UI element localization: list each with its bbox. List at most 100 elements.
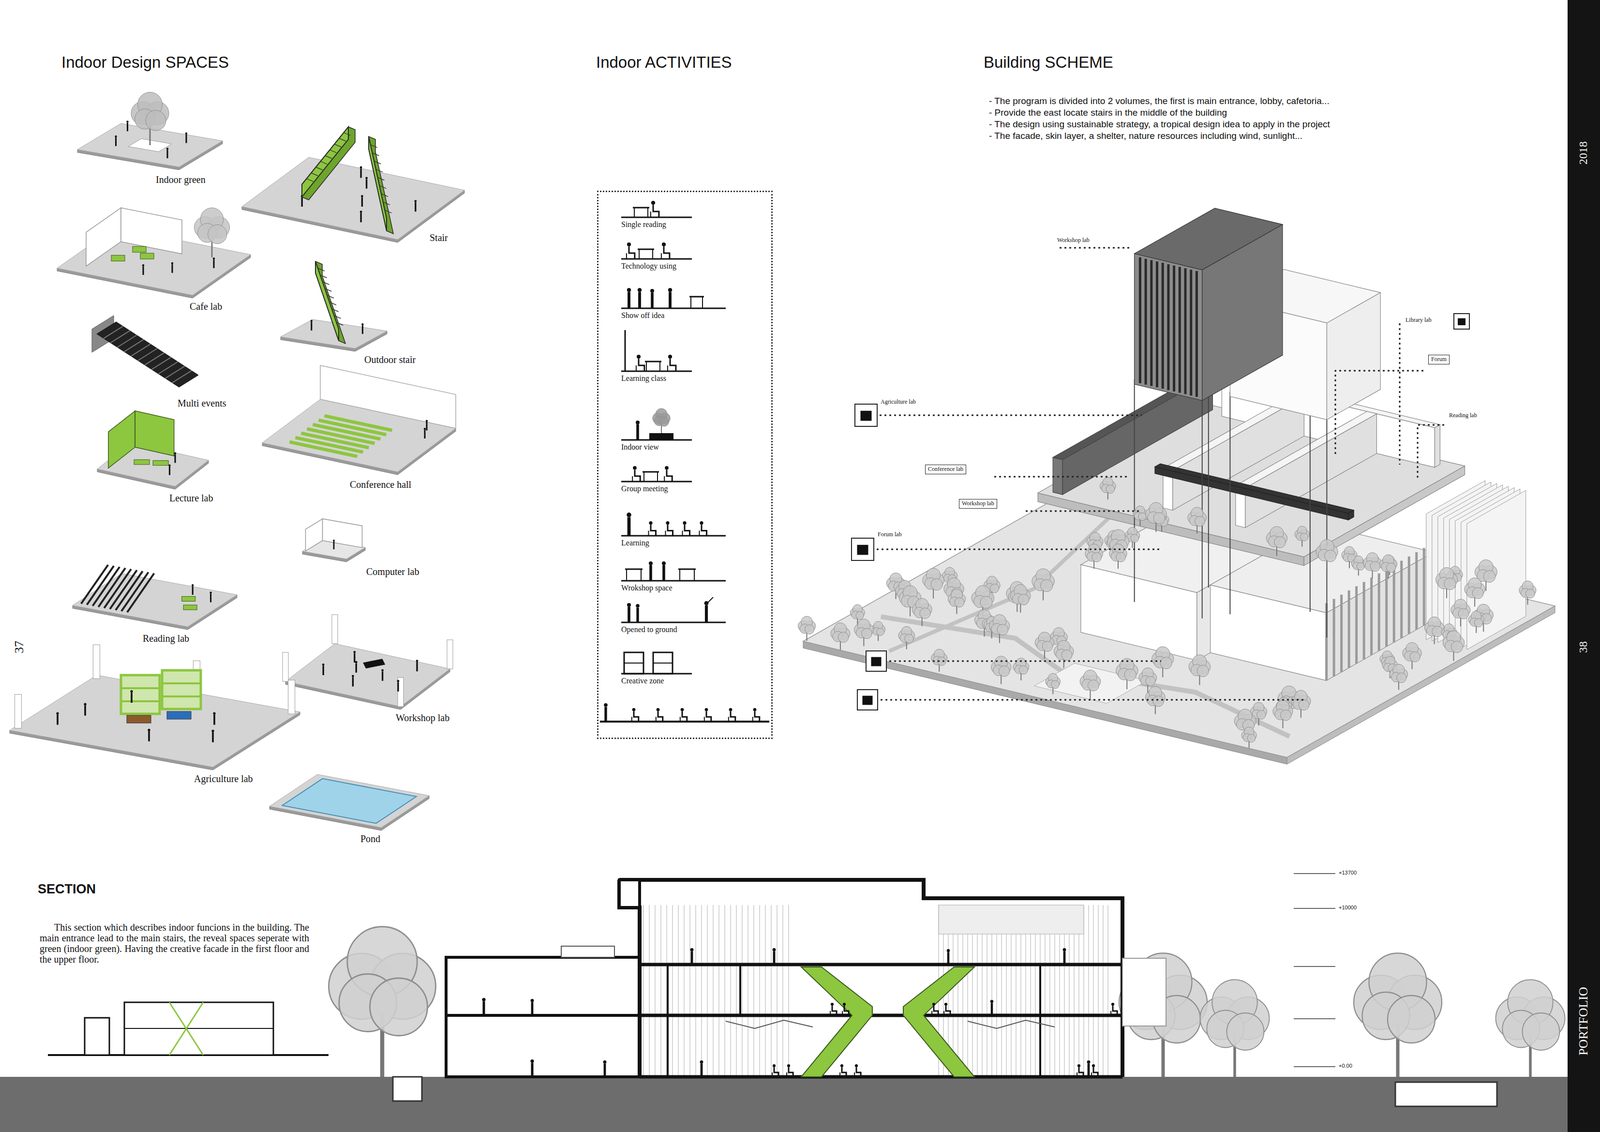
chair-figure [667, 365, 669, 372]
person-figure [381, 671, 384, 681]
person-figure [171, 262, 174, 265]
person-figure [628, 246, 635, 259]
facade-line [753, 904, 755, 1077]
platform [269, 774, 430, 828]
callout-label: Forum lab [877, 531, 902, 539]
facade-fin [1150, 259, 1153, 386]
tree-canopy [1472, 587, 1484, 599]
person-figure [650, 292, 654, 309]
person-figure [322, 663, 325, 666]
stair-step [324, 288, 332, 292]
facade-fin [1415, 552, 1418, 630]
tree-canopy [1116, 552, 1126, 562]
facade-line [1097, 904, 1099, 1077]
facade-line [1102, 904, 1104, 1077]
person-figure [947, 951, 950, 965]
person-figure [990, 999, 994, 1003]
planter [166, 711, 192, 719]
person-figure [856, 1066, 861, 1077]
person-figure [174, 454, 176, 464]
ramp-step [115, 570, 143, 610]
ground-line [621, 307, 726, 310]
label: 2018 [1576, 141, 1591, 165]
person-figure [322, 665, 325, 675]
icon-box [1453, 313, 1470, 329]
person-figure [397, 679, 400, 683]
person-figure [668, 354, 673, 359]
person-figure [832, 1005, 837, 1016]
facade-fin [1340, 594, 1343, 673]
person-figure [1093, 1066, 1098, 1077]
person-figure [310, 319, 313, 322]
table-figure [702, 296, 703, 309]
person-figure [1112, 1005, 1118, 1016]
person-figure [416, 659, 419, 662]
person-figure [650, 288, 655, 293]
tree-canopy [1138, 512, 1147, 521]
frame [624, 662, 644, 664]
table-figure [657, 471, 658, 482]
activity-label: Group meeting [621, 484, 668, 494]
person-figure [355, 660, 358, 664]
person-figure [142, 266, 144, 275]
stair-step [311, 172, 318, 176]
label: 37 [12, 640, 27, 654]
person-figure [668, 291, 672, 309]
person-figure [990, 1002, 993, 1016]
person-figure [772, 947, 777, 952]
person-figure [416, 661, 418, 672]
green-stair [801, 966, 873, 1077]
tree-canopy [1458, 608, 1469, 619]
person-figure [1077, 1063, 1081, 1067]
stair-step [320, 161, 328, 165]
side-strip [1567, 0, 1600, 1132]
chair-figure [1076, 1072, 1078, 1077]
facade-line [642, 904, 644, 1077]
person-figure [668, 287, 673, 292]
chair-figure [663, 476, 665, 482]
facade-line [741, 904, 743, 1077]
stair-step [320, 274, 328, 278]
facade-fin [1400, 560, 1403, 639]
level-label: +0.00 [1338, 1062, 1353, 1069]
person-figure [531, 1001, 534, 1016]
person-figure [301, 197, 303, 207]
stair-step [334, 144, 342, 148]
person-figure [945, 1005, 951, 1016]
person-figure [142, 264, 145, 267]
volume-face [1434, 424, 1440, 467]
person-figure [359, 212, 362, 223]
person-figure [1087, 1063, 1091, 1077]
person-figure [690, 947, 694, 952]
label: Pond [360, 833, 381, 845]
person-figure [933, 1005, 939, 1016]
callout-label: Library lab [1405, 316, 1432, 324]
facade-line [1092, 904, 1094, 1077]
stair-step [343, 132, 351, 136]
leader-line [889, 660, 1162, 662]
facade-line [689, 904, 691, 1077]
person-figure [361, 197, 363, 207]
table-figure [643, 471, 645, 482]
activity-panel: Single readingTechnology usingShow off i… [597, 190, 773, 739]
person-figure [209, 593, 212, 603]
callout-label: Workshop lab [958, 498, 998, 509]
person-figure [209, 591, 212, 594]
person-figure [481, 997, 486, 1002]
table-figure [659, 361, 661, 372]
person-figure [636, 354, 641, 359]
facade-line [1107, 904, 1109, 1077]
person-figure [114, 135, 117, 138]
label: - The design using sustainable strategy,… [988, 119, 1331, 130]
wall [108, 410, 135, 468]
desk [134, 459, 150, 465]
person-figure [649, 565, 653, 581]
tree-canopy [659, 416, 670, 427]
tree-canopy [1432, 626, 1443, 637]
facade-line [730, 904, 732, 1077]
schematic-box [84, 1017, 110, 1055]
stair-step [327, 295, 334, 299]
person-figure [830, 1002, 834, 1006]
pool-section [1395, 1081, 1497, 1107]
